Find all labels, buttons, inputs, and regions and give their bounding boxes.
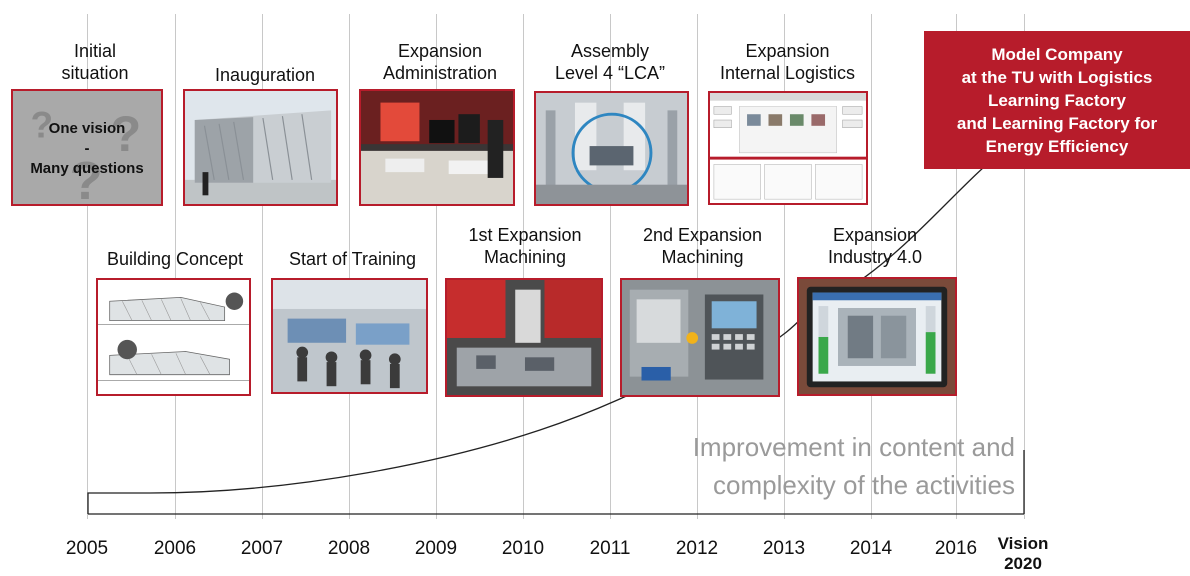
label-line: Internal Logistics — [719, 63, 856, 83]
expansion-industry-40-photo — [797, 277, 957, 396]
initial-line: One vision — [48, 120, 126, 137]
year-label: 2011 — [589, 538, 631, 559]
initial-situation-box: ? ? ? One vision - Many questions — [11, 89, 163, 206]
improvement-line: complexity of the activities — [712, 470, 1015, 500]
label-expansion-industry-40: Expansion Industry 4.0 — [800, 224, 950, 268]
gridline-2005 — [87, 14, 88, 519]
gridline-2007 — [262, 14, 263, 519]
gridline-2014 — [871, 14, 872, 519]
vision-model-company-box: Model Company at the TU with Logistics L… — [924, 31, 1190, 169]
year-label: 2007 — [240, 538, 284, 559]
vision-line: Energy Efficiency — [985, 136, 1129, 156]
1st-expansion-machining-photo — [445, 278, 603, 397]
year-label: 2013 — [762, 538, 806, 559]
svg-text:?: ? — [69, 150, 102, 204]
gridline-2010 — [523, 14, 524, 519]
label-assembly-lca: Assembly Level 4 “LCA” — [535, 40, 685, 84]
gridline-vision — [1024, 14, 1025, 519]
gridline-2012 — [697, 14, 698, 519]
gridline-2006 — [175, 14, 176, 519]
initial-situation-text: One vision - Many questions — [13, 119, 161, 179]
gridline-2016 — [956, 14, 957, 519]
gridline-2009 — [436, 14, 437, 519]
label-line: Assembly — [570, 41, 650, 61]
label-2nd-expansion-machining: 2nd Expansion Machining — [625, 224, 780, 268]
label-line: Machining — [483, 247, 567, 267]
gridline-2013 — [784, 14, 785, 519]
inauguration-photo — [183, 89, 338, 206]
2nd-expansion-machining-photo — [620, 278, 780, 397]
label-line: Initial — [73, 41, 117, 61]
label-line: Administration — [382, 63, 498, 83]
svg-text:?: ? — [31, 104, 54, 145]
year-label: 2014 — [849, 538, 893, 559]
question-marks-icon: ? ? ? — [31, 104, 142, 204]
assembly-station-image — [536, 93, 687, 204]
label-start-of-training: Start of Training — [288, 249, 417, 269]
expansion-administration-photo — [359, 89, 515, 206]
label-line: Expansion — [397, 41, 483, 61]
year-label: 2005 — [65, 538, 109, 559]
building-concept-drawing — [96, 278, 251, 396]
year-label: 2012 — [675, 538, 719, 559]
vision-line: Learning Factory — [988, 90, 1126, 110]
office-photo-image — [361, 91, 513, 204]
improvement-line: Improvement in content and — [692, 432, 1015, 462]
gridline-2008 — [349, 14, 350, 519]
label-initial-situation: Initial situation — [40, 40, 150, 84]
label-line: Machining — [661, 247, 744, 267]
building-photo-image — [185, 91, 336, 204]
gridline-2011 — [610, 14, 611, 519]
label-building-concept: Building Concept — [106, 249, 244, 269]
label-line: situation — [61, 63, 129, 83]
improvement-caption: Improvement in content and complexity of… — [615, 428, 1015, 504]
expansion-internal-logistics-photo — [708, 91, 868, 205]
label-expansion-internal-logistics: Expansion Internal Logistics — [705, 40, 870, 84]
label-line: Level 4 “LCA” — [554, 63, 666, 83]
label-line: 1st Expansion — [468, 225, 582, 245]
start-of-training-photo — [271, 278, 428, 394]
cnc-machine-image — [622, 280, 778, 395]
label-1st-expansion-machining: 1st Expansion Machining — [450, 224, 600, 268]
vision-year-line2: 2020 — [1004, 554, 1042, 573]
vision-year-line1: Vision — [997, 534, 1049, 553]
tablet-dashboard-image — [799, 279, 955, 394]
label-line: Expansion — [832, 225, 918, 245]
label-line: 2nd Expansion — [642, 225, 763, 245]
training-photo-image — [273, 280, 426, 392]
vision-line: at the TU with Logistics — [961, 67, 1153, 87]
year-label: 2009 — [414, 538, 458, 559]
label-line: Expansion — [745, 41, 830, 61]
initial-line: - — [84, 140, 90, 157]
svg-text:?: ? — [110, 105, 141, 162]
logistics-screen-image — [710, 93, 866, 203]
vision-line: and Learning Factory for — [956, 113, 1158, 133]
assembly-lca-photo — [534, 91, 689, 206]
vision-year-label: Vision 2020 — [985, 534, 1061, 574]
year-label: 2010 — [501, 538, 545, 559]
initial-line: Many questions — [30, 160, 144, 177]
vision-line: Model Company — [991, 44, 1123, 64]
architectural-drawing-image — [98, 280, 249, 394]
year-label: 2006 — [153, 538, 197, 559]
year-label: 2016 — [934, 538, 978, 559]
year-label: 2008 — [327, 538, 371, 559]
label-line: Industry 4.0 — [827, 247, 923, 267]
label-inauguration: Inauguration — [214, 65, 316, 85]
vision-box-text: Model Company at the TU with Logistics L… — [957, 43, 1157, 158]
label-expansion-administration: Expansion Administration — [365, 40, 515, 84]
machining-cell-image — [447, 280, 601, 395]
